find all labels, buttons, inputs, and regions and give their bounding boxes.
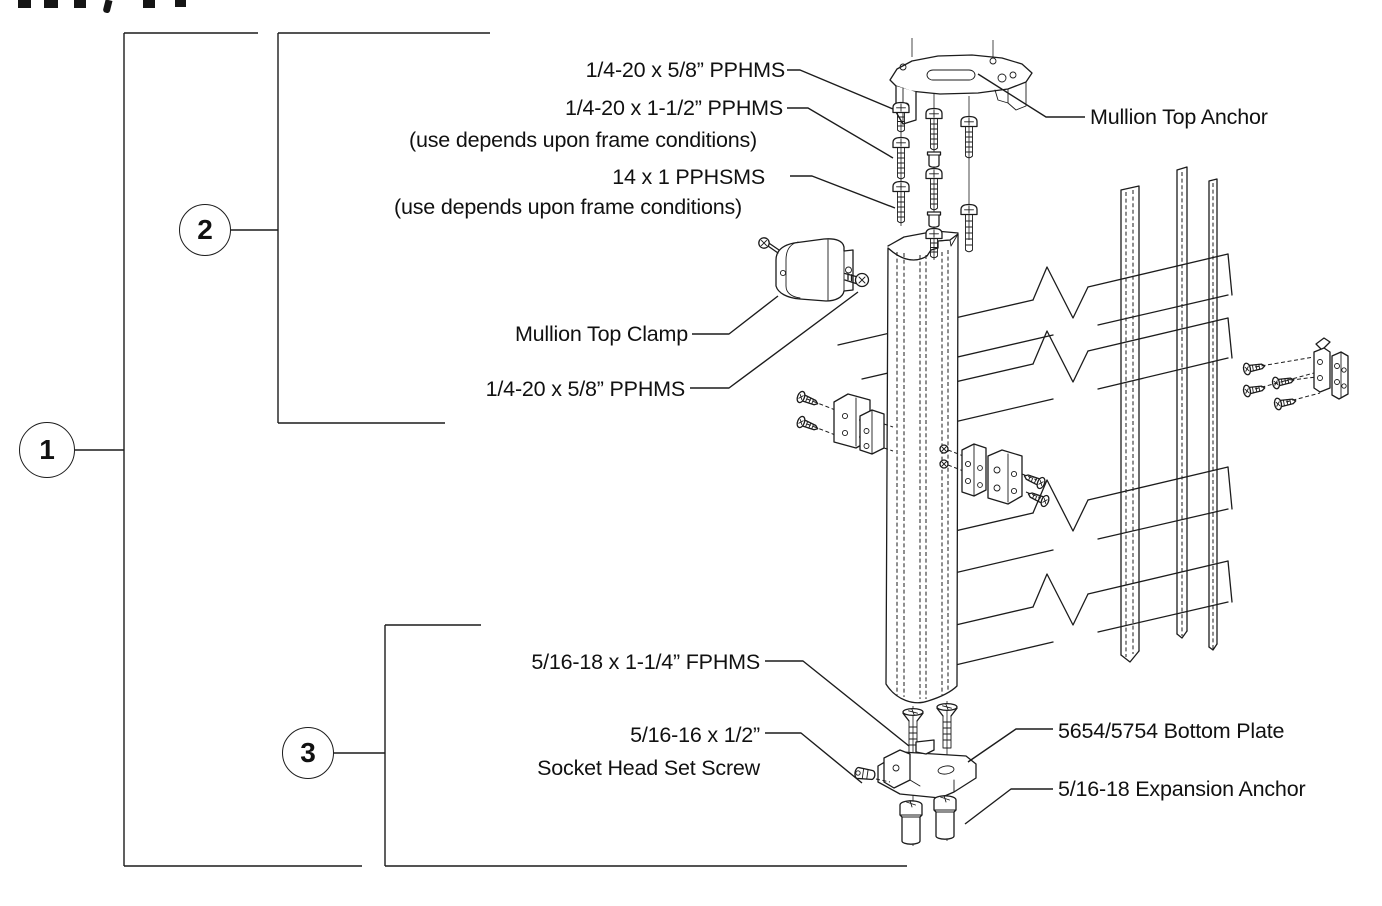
label-mullion-top-anchor: Mullion Top Anchor	[1090, 105, 1268, 129]
frame-post-right	[1208, 178, 1218, 651]
label-fphms: 5/16-18 x 1-1/4” FPHMS	[531, 650, 760, 674]
balloon-1: 1	[19, 422, 75, 478]
expansion-anchor-2	[933, 794, 957, 840]
label-pphsms-14x1: 14 x 1 PPHSMS	[612, 165, 765, 189]
mullion-clamp-left-assembly	[795, 389, 894, 455]
frame-posts	[1120, 166, 1218, 663]
mullion-top-anchor-part	[889, 38, 1033, 260]
label-use-depends-a: (use depends upon frame conditions)	[409, 128, 757, 152]
balloon-3: 3	[282, 727, 334, 779]
label-bottom-plate: 5654/5754 Bottom Plate	[1058, 719, 1285, 743]
label-set-screw-name: Socket Head Set Screw	[537, 756, 760, 780]
label-use-depends-b: (use depends upon frame conditions)	[394, 195, 742, 219]
balloon-2: 2	[179, 204, 231, 256]
bottom-plate-assembly	[853, 701, 977, 846]
label-pphms-58-top: 1/4-20 x 5/8” PPHMS	[585, 58, 786, 82]
frame-post-middle	[1176, 166, 1188, 639]
frame-post-left	[1120, 185, 1140, 663]
label-pphms-112: 1/4-20 x 1-1/2” PPHMS	[564, 96, 783, 120]
mullion-top-clamp-part	[758, 237, 870, 302]
balloon-1-number: 1	[39, 434, 55, 465]
label-pphms-58-clamp: 1/4-20 x 5/8” PPHMS	[485, 377, 686, 401]
leader-lines	[690, 69, 1085, 825]
label-mullion-top-clamp: Mullion Top Clamp	[514, 322, 688, 346]
clamp-screw-right	[844, 272, 870, 288]
balloon-2-number: 2	[197, 214, 213, 245]
mullion-clamp-right-assembly	[1241, 337, 1349, 411]
label-set-screw-size: 5/16-16 x 1/2”	[630, 723, 760, 747]
callout-brackets	[75, 32, 907, 867]
expansion-anchor-1	[899, 799, 923, 845]
mullion-tube	[885, 230, 959, 704]
label-expansion-anchor: 5/16-18 Expansion Anchor	[1058, 777, 1306, 801]
clamp-screw-top	[758, 237, 780, 254]
balloon-3-number: 3	[300, 737, 316, 768]
mullion-clamp-center-assembly	[939, 443, 1052, 509]
